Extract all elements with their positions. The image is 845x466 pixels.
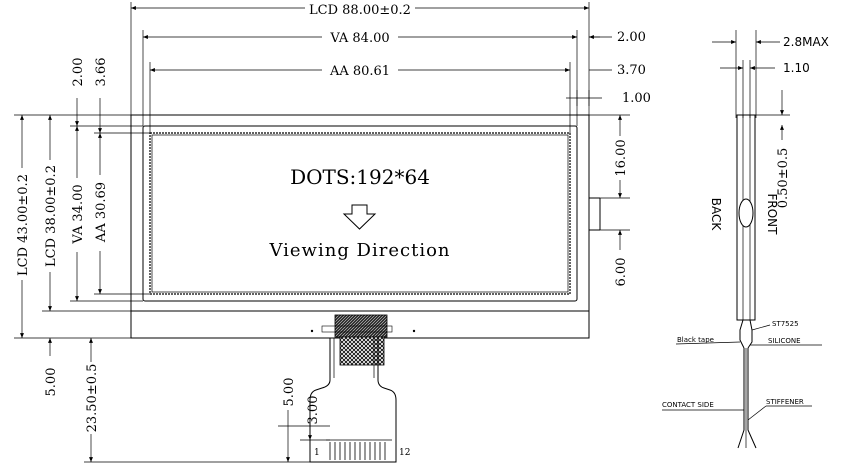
viewing-direction-label: Viewing Direction xyxy=(268,240,450,261)
dim-lcd-width: LCD 88.00±0.2 xyxy=(309,3,411,18)
dim-aa-height: AA 30.69 xyxy=(94,182,109,243)
contact-side-label: CONTACT SIDE xyxy=(662,401,714,409)
dim-va-width: VA 84.00 xyxy=(329,31,389,46)
silicone-label: SILICONE xyxy=(768,337,801,345)
dim-top-offset-2: 3.66 xyxy=(94,58,109,87)
viewing-area xyxy=(142,125,578,302)
front-label: FRONT xyxy=(765,194,779,236)
fpc-contacts xyxy=(326,439,392,460)
ic-label: ST7525 xyxy=(772,320,799,328)
dim-thickness-max: 2.8MAX xyxy=(783,35,829,49)
arrow-down-icon xyxy=(342,204,377,230)
dim-right-offset-3: 1.00 xyxy=(622,91,651,106)
active-area xyxy=(149,132,571,295)
dim-aa-width: AA 80.61 xyxy=(329,64,390,79)
dim-lcd-height-outer: LCD 43.00±0.2 xyxy=(16,174,31,276)
stiffener-label: STIFFENER xyxy=(766,398,804,406)
fpc-pin-first: 1 xyxy=(314,448,320,458)
dim-fpc-length: 23.50±0.5 xyxy=(85,364,100,433)
fpc-pin-last: 12 xyxy=(399,448,410,458)
dim-step: 0.50±0.5 xyxy=(776,148,791,209)
side-view: 2.8MAX 1.10 BACK FRONT 0.50±0.5 ST7525 B… xyxy=(662,30,829,449)
dim-right-offset-1: 2.00 xyxy=(617,30,646,45)
fpc-tail xyxy=(309,338,397,463)
dim-fpc-tail-2: 3.00 xyxy=(306,396,321,425)
back-label: BACK xyxy=(709,198,723,232)
dim-va-height: VA 34.00 xyxy=(71,184,86,244)
dots-label: DOTS:192*64 xyxy=(290,165,430,189)
dim-bottom-ledge: 5.00 xyxy=(44,368,59,397)
dim-right-offset-2: 3.70 xyxy=(617,63,646,78)
module-side-body xyxy=(736,114,756,321)
black-tape-label: Black tape xyxy=(677,336,714,344)
dim-fpc-tail-1: 5.00 xyxy=(282,378,297,407)
dim-top-offset-1: 2.00 xyxy=(71,58,86,87)
dim-thickness-glass: 1.10 xyxy=(783,61,810,75)
dim-right-lower: 6.00 xyxy=(614,258,629,287)
dim-right-upper: 16.00 xyxy=(614,139,629,176)
dim-lcd-height-inner: LCD 38.00±0.2 xyxy=(44,165,59,267)
front-view: DOTS:192*64 Viewing Direction LCD 88.00±… xyxy=(14,0,651,463)
